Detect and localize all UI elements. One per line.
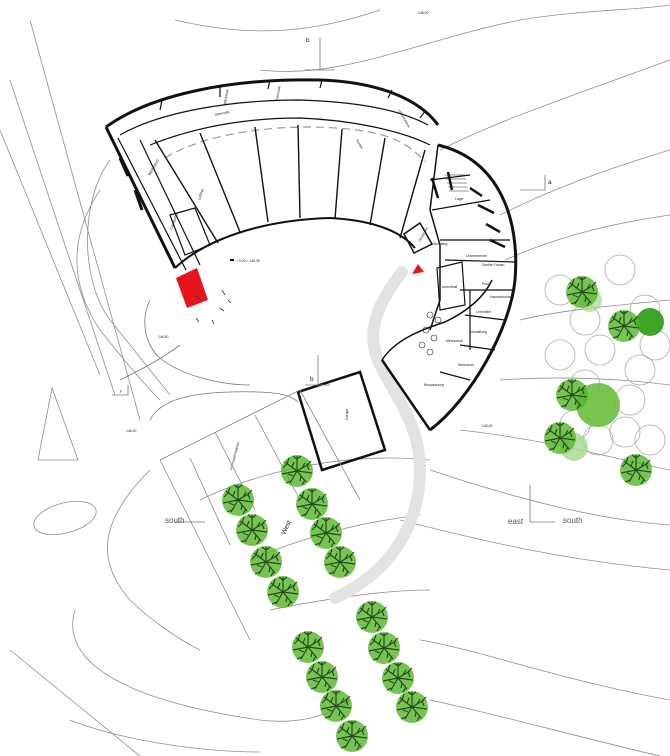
section-b-mid: b bbox=[310, 376, 314, 383]
room-label: Sanitär bbox=[355, 139, 364, 151]
room-label: Lehrmittel bbox=[476, 310, 491, 314]
room-label: Lehrerzimmer bbox=[466, 254, 488, 258]
tree-icon bbox=[266, 575, 300, 609]
section-p: p bbox=[120, 389, 122, 393]
room-labels: Werkraum Computer Lehrer Oberstufe Bibli… bbox=[147, 85, 513, 470]
courtyard-outline bbox=[144, 299, 251, 386]
tree-icon bbox=[543, 421, 577, 455]
ellipse-feature bbox=[33, 500, 97, 536]
bike-parking-label: Fahrradabstellplatz bbox=[229, 441, 240, 470]
level-top: 146,00 bbox=[418, 11, 428, 15]
room-label: Oberstufe bbox=[214, 110, 230, 117]
tree-icon bbox=[381, 661, 415, 695]
direction-west: West bbox=[280, 519, 293, 535]
room-label: Bibliothek bbox=[223, 89, 230, 104]
tree-icon bbox=[291, 630, 325, 664]
room-label: Windfang bbox=[433, 242, 447, 246]
tree-icon bbox=[309, 516, 343, 550]
direction-east: east bbox=[508, 517, 524, 526]
tree-icon bbox=[280, 454, 314, 488]
room-label: Mehrzweck bbox=[446, 339, 463, 343]
room-label: Hauswirtschaft bbox=[490, 295, 512, 299]
stairs bbox=[445, 174, 469, 192]
tree-icon bbox=[607, 309, 641, 343]
room-label: Verwaltung bbox=[470, 330, 487, 334]
site-boundary bbox=[119, 344, 299, 421]
triangle-feature bbox=[37, 386, 79, 461]
tree-icon bbox=[319, 689, 353, 723]
direction-south-right: south bbox=[563, 516, 583, 525]
level-left: 146,50 bbox=[158, 335, 168, 339]
section-b-top: b bbox=[306, 37, 310, 44]
tree-icon bbox=[395, 690, 429, 724]
tree-icon bbox=[619, 453, 653, 487]
tree-icon bbox=[305, 660, 339, 694]
entrance-block bbox=[176, 268, 208, 308]
room-label: Werkraum bbox=[147, 158, 161, 177]
north-arrow-icon bbox=[412, 264, 424, 274]
level-bottom-left: 146,00 bbox=[126, 429, 136, 433]
east-wing-furniture bbox=[118, 157, 506, 249]
garage-building bbox=[296, 370, 387, 472]
tree-icon bbox=[367, 631, 401, 665]
room-label: Lehrerzimmer bbox=[397, 109, 411, 130]
courtyard-level: + 0,00 = 146,35 bbox=[236, 259, 260, 263]
tree-icon bbox=[295, 487, 329, 521]
tree-icon bbox=[323, 545, 357, 579]
section-a: a bbox=[548, 179, 552, 186]
toilet-fixtures bbox=[418, 311, 442, 356]
room-label: Besprechung bbox=[424, 383, 444, 387]
tree-icon bbox=[221, 483, 255, 517]
parking bbox=[159, 389, 361, 641]
level-right: 146,00 bbox=[482, 424, 492, 428]
tree-icon bbox=[355, 600, 389, 634]
tree-icon bbox=[249, 545, 283, 579]
room-label: Sanitär Frauen bbox=[482, 263, 505, 267]
room-label: Aufenthalt bbox=[442, 285, 457, 289]
tree-icon bbox=[565, 275, 599, 309]
entrance-path bbox=[329, 266, 427, 604]
room-label: Garderobe bbox=[417, 226, 429, 242]
room-label: Lager bbox=[455, 197, 465, 201]
tree-icon bbox=[555, 378, 589, 412]
direction-south-left: south bbox=[165, 516, 185, 525]
room-label: Computer bbox=[168, 212, 179, 231]
room-label: Werkraum bbox=[458, 363, 474, 367]
trees bbox=[221, 275, 664, 753]
tree-icon bbox=[335, 719, 369, 753]
room-label: Werkstatt bbox=[275, 85, 281, 100]
people-markers bbox=[195, 289, 232, 325]
tree-icon bbox=[235, 513, 269, 547]
room-label: Putz bbox=[482, 282, 489, 286]
section-markers bbox=[112, 38, 555, 523]
room-label: Garage bbox=[345, 409, 349, 420]
room-label: Lehrer bbox=[196, 187, 205, 200]
